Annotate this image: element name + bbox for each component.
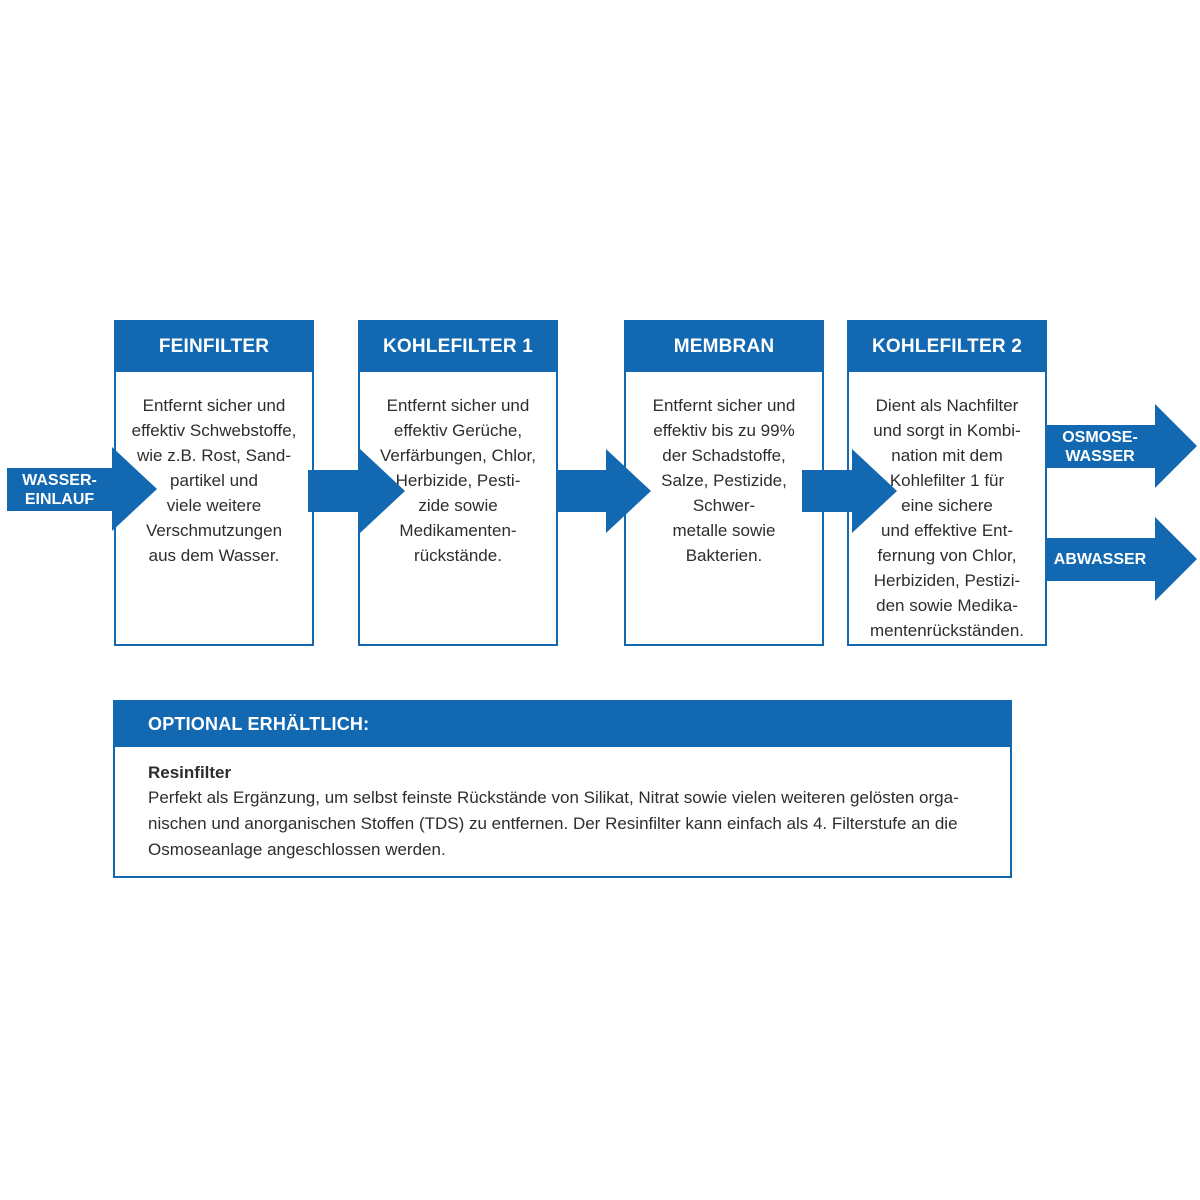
right-arrowhead-icon (606, 449, 651, 533)
flow-arrow-2-3 (556, 470, 606, 512)
filter-stage-membran: MEMBRAN Entfernt sicher und effektiv bis… (624, 320, 824, 646)
stage-description: Entfernt sicher und effektiv Schwebstoff… (131, 396, 297, 565)
wasser-einlauf-label: WASSER- EINLAUF (22, 471, 97, 508)
stage-title: KOHLEFILTER 2 (849, 322, 1045, 372)
stage-description: Dient als Nachfilter und sorgt in Kombi-… (869, 396, 1025, 640)
wasser-einlauf-arrow (7, 468, 112, 511)
filter-stage-feinfilter: FEINFILTER Entfernt sicher und effektiv … (114, 320, 314, 646)
stage-title: FEINFILTER (116, 322, 312, 372)
optional-info-box: OPTIONAL ERHÄLTLICH: Resinfilter Perfekt… (113, 700, 1012, 878)
osmose-wasser-arrow (1045, 425, 1155, 468)
abwasser-arrow (1045, 538, 1155, 581)
filter-stage-kohlefilter-2: KOHLEFILTER 2 Dient als Nachfilter und s… (847, 320, 1047, 646)
product-description: Perfekt als Ergänzung, um selbst feinste… (148, 788, 959, 859)
product-name: Resinfilter (148, 763, 232, 782)
flow-arrow-1-2 (308, 470, 360, 512)
stage-title: MEMBRAN (626, 322, 822, 372)
flow-arrow-3-4 (802, 470, 852, 512)
stage-title: KOHLEFILTER 1 (360, 322, 556, 372)
right-arrowhead-icon (1155, 404, 1197, 488)
right-arrowhead-icon (360, 449, 405, 533)
right-arrowhead-icon (112, 447, 157, 531)
right-arrowhead-icon (1155, 517, 1197, 601)
abwasser-label: ABWASSER (1053, 551, 1147, 568)
stage-description: Entfernt sicher und effektiv bis zu 99% … (652, 396, 796, 565)
optional-content: Resinfilter Perfekt als Ergänzung, um se… (115, 747, 1010, 863)
osmose-wasser-label: OSMOSE- WASSER (1062, 428, 1138, 465)
stage-description: Entfernt sicher und effektiv Gerüche, Ve… (380, 396, 536, 565)
optional-header: OPTIONAL ERHÄLTLICH: (115, 702, 1010, 747)
right-arrowhead-icon (852, 449, 897, 533)
